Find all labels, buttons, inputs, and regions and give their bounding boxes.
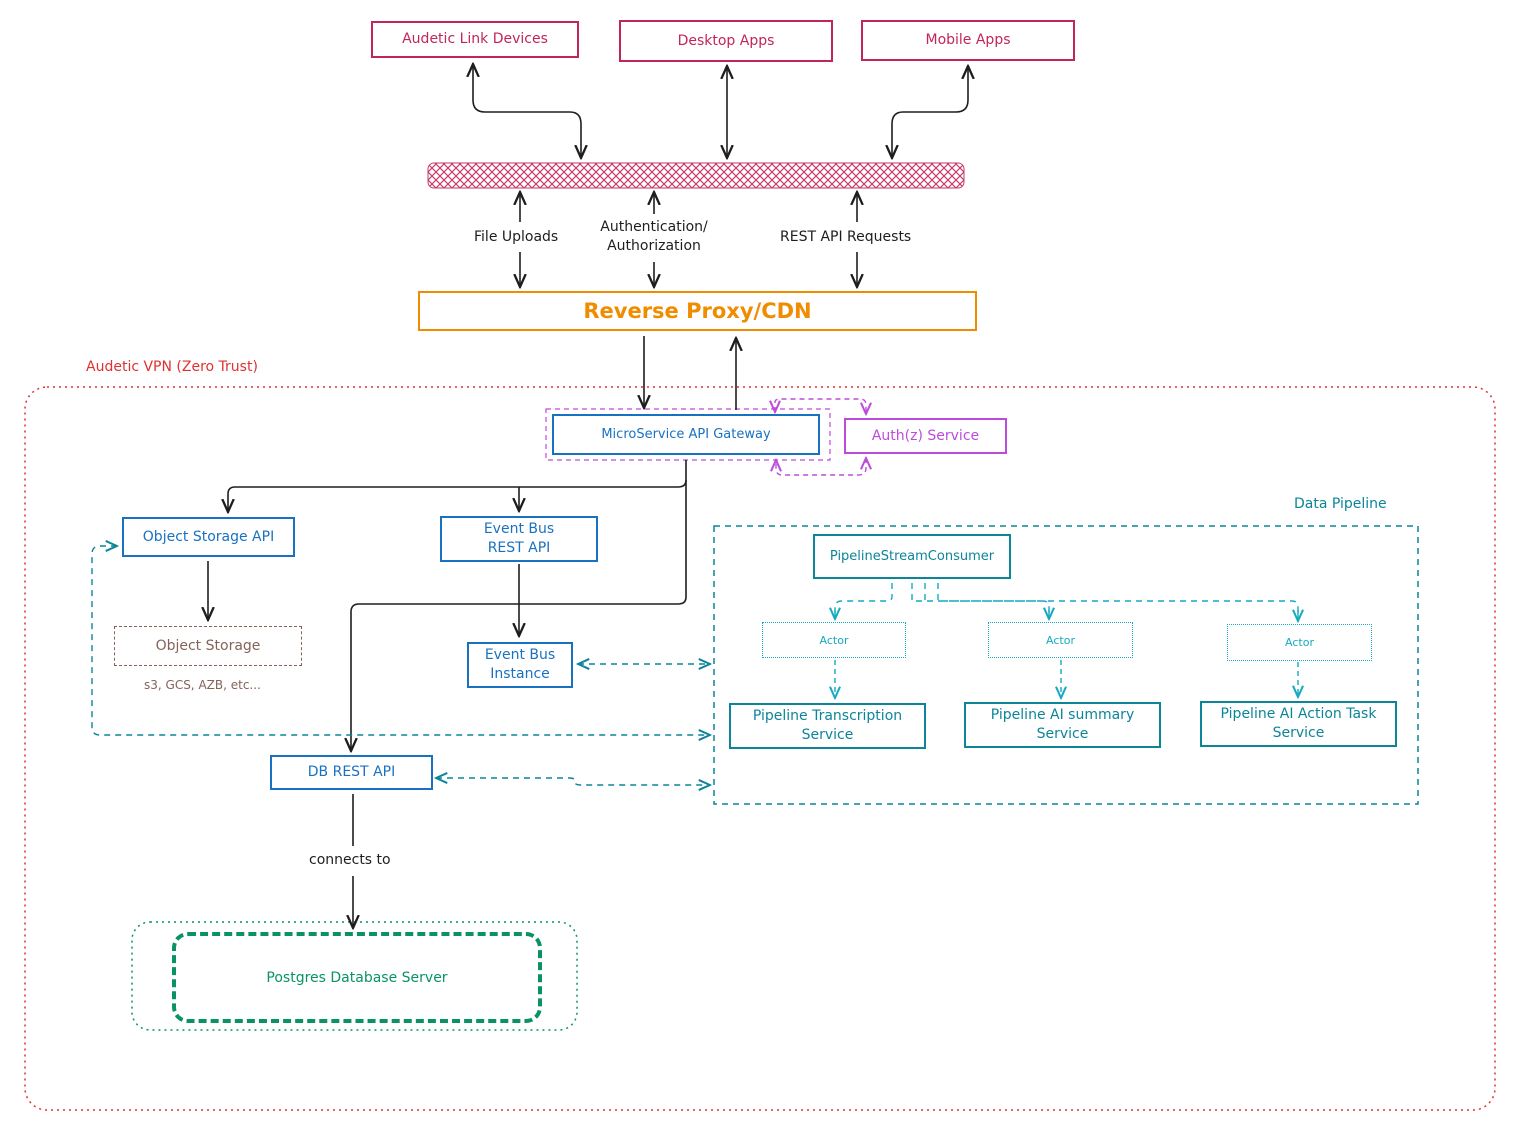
edge-link-devices-band xyxy=(473,64,581,158)
edge-auth-gateway-bottom xyxy=(776,458,866,476)
auth-label-line1: Authentication/ xyxy=(600,219,708,235)
gateway-auth-wrapper xyxy=(545,408,831,461)
auth-label-line2: Authorization xyxy=(607,238,701,254)
connects-to-label: connects to xyxy=(309,852,391,868)
pipeline-service-1-line2: Service xyxy=(801,727,854,743)
pipeline-service-1-line1: Pipeline Transcription xyxy=(752,708,903,724)
edge-db-api-pipeline xyxy=(436,778,710,785)
mobile-apps-node: Mobile Apps xyxy=(861,20,1075,61)
api-gateway-node: MicroService API Gateway xyxy=(552,414,820,455)
reverse-proxy-node: Reverse Proxy/CDN xyxy=(418,291,977,331)
pipeline-service-3-line2: Service xyxy=(1272,725,1325,741)
pipeline-service-3-line1: Pipeline AI Action Task xyxy=(1220,706,1377,722)
event-bus-api-node: Event Bus REST API xyxy=(440,516,598,562)
object-storage-node: Object Storage xyxy=(114,626,302,666)
internet-edge-band xyxy=(427,162,965,189)
pipeline-service-node-1: Pipeline Transcription Service xyxy=(729,703,926,749)
db-rest-api-node: DB REST API xyxy=(270,755,433,790)
edge-gateway-auth-top xyxy=(775,398,866,414)
object-storage-note: s3, GCS, AZB, etc... xyxy=(144,678,261,692)
vpn-boundary xyxy=(24,386,1496,1111)
auth-service-node: Auth(z) Service xyxy=(844,418,1007,454)
actor-node-2: Actor xyxy=(988,622,1133,658)
event-bus-instance-line2: Instance xyxy=(490,666,550,682)
edge-consumer-fanout xyxy=(834,583,1299,619)
event-bus-instance-node: Event Bus Instance xyxy=(467,642,573,688)
vpn-label: Audetic VPN (Zero Trust) xyxy=(86,359,258,375)
actor-node-3: Actor xyxy=(1227,624,1372,661)
event-bus-instance-line1: Event Bus xyxy=(484,647,556,663)
edge-gateway-object-storage-api xyxy=(228,460,687,512)
pipeline-service-node-3: Pipeline AI Action Task Service xyxy=(1200,701,1397,747)
rest-api-requests-label: REST API Requests xyxy=(780,229,912,245)
actor-node-1: Actor xyxy=(762,622,906,658)
pipeline-boundary xyxy=(713,525,1419,805)
edge-object-storage-api-pipeline xyxy=(91,546,710,735)
event-bus-api-line2: REST API xyxy=(487,540,551,556)
pipeline-service-2-line1: Pipeline AI summary xyxy=(990,707,1135,723)
pipeline-service-2-line2: Service xyxy=(1036,726,1089,742)
event-bus-api-line1: Event Bus xyxy=(483,521,555,537)
postgres-node: Postgres Database Server xyxy=(172,932,542,1023)
auth-label: Authentication/ Authorization xyxy=(594,218,714,256)
audetic-link-devices-node: Audetic Link Devices xyxy=(371,21,579,58)
pipeline-service-node-2: Pipeline AI summary Service xyxy=(964,702,1161,748)
file-uploads-label: File Uploads xyxy=(474,229,559,245)
edge-mobile-band xyxy=(892,66,968,158)
data-pipeline-label: Data Pipeline xyxy=(1294,496,1387,512)
desktop-apps-node: Desktop Apps xyxy=(619,20,833,62)
object-storage-api-node: Object Storage API xyxy=(122,517,295,557)
pipeline-stream-consumer-node: PipelineStreamConsumer xyxy=(813,534,1011,579)
